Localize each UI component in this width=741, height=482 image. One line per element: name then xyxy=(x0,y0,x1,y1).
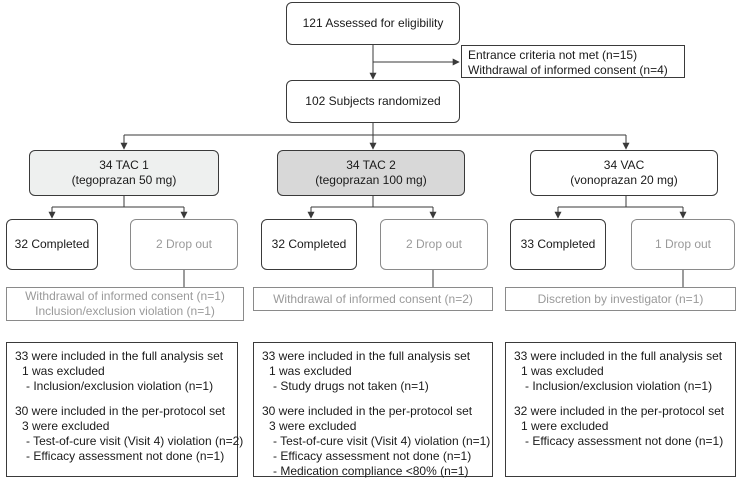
dropout-reasons-tac1: Withdrawal of informed consent (n=1) Inc… xyxy=(6,287,244,321)
arm-name: 34 VAC xyxy=(603,158,645,172)
dropout-reasons-tac2: Withdrawal of informed consent (n=2) xyxy=(253,287,493,311)
pps-reason: - Medication compliance <80% (n=1) xyxy=(273,464,469,478)
pps-excluded-line: 3 were excluded xyxy=(22,419,110,433)
arm-box-tac1: 34 TAC 1 (tegoprazan 50 mg) xyxy=(29,150,219,196)
fas-reason: - Inclusion/exclusion violation (n=1) xyxy=(26,379,214,393)
analysis-box-tac1: 33 were included in the full analysis se… xyxy=(6,342,244,477)
completed-label: 32 Completed xyxy=(14,237,90,251)
arm-box-vac: 34 VAC (vonoprazan 20 mg) xyxy=(530,150,718,196)
dropout-label: 1 Drop out xyxy=(654,237,712,251)
dropout-reason: Withdrawal of informed consent (n=2) xyxy=(273,291,473,306)
pps-line: 30 were included in the per-protocol set xyxy=(262,404,473,418)
completed-box-vac: 33 Completed xyxy=(510,219,606,270)
fas-line: 33 were included in the full analysis se… xyxy=(15,349,224,363)
fas-line: 33 were included in the full analysis se… xyxy=(514,349,723,363)
fas-excluded-line: 1 was excluded xyxy=(269,364,352,378)
arm-dose: (vonoprazan 20 mg) xyxy=(570,173,678,187)
fas-excluded-line: 1 was excluded xyxy=(521,364,604,378)
completed-label: 33 Completed xyxy=(520,237,596,251)
assessed-box: 121 Assessed for eligibility xyxy=(286,2,460,45)
fas-excluded-line: 1 was excluded xyxy=(22,364,105,378)
dropout-label: 2 Drop out xyxy=(155,237,213,251)
arm-name: 34 TAC 2 xyxy=(346,158,396,172)
dropout-box-vac: 1 Drop out xyxy=(631,219,735,270)
pps-line: 32 were included in the per-protocol set xyxy=(514,404,725,418)
dropout-reason: Withdrawal of informed consent (n=1) xyxy=(25,289,225,303)
completed-label: 32 Completed xyxy=(271,237,347,251)
excluded-box: Entrance criteria not met (n=15) Withdra… xyxy=(461,45,685,78)
arm-dose: (tegoprazan 50 mg) xyxy=(71,173,177,187)
dropout-reasons-vac: Discretion by investigator (n=1) xyxy=(505,287,736,311)
pps-reason: - Test-of-cure visit (Visit 4) violation… xyxy=(273,434,491,448)
pps-excluded-line: 1 were excluded xyxy=(521,419,609,433)
pps-reason: - Efficacy assessment not done (n=1) xyxy=(26,449,225,463)
dropout-label: 2 Drop out xyxy=(405,237,463,251)
excluded-line-1: Entrance criteria not met (n=15) xyxy=(468,48,638,62)
completed-box-tac2: 32 Completed xyxy=(261,219,357,270)
fas-reason: - Study drugs not taken (n=1) xyxy=(273,379,429,393)
pps-reason: - Efficacy assessment not done (n=1) xyxy=(273,449,472,463)
dropout-reason: Discretion by investigator (n=1) xyxy=(537,291,704,306)
dropout-box-tac1: 2 Drop out xyxy=(130,219,238,270)
arm-name: 34 TAC 1 xyxy=(99,158,149,172)
fas-reason: - Inclusion/exclusion violation (n=1) xyxy=(525,379,713,393)
analysis-box-tac2: 33 were included in the full analysis se… xyxy=(253,342,493,478)
pps-line: 30 were included in the per-protocol set xyxy=(15,404,226,418)
pps-reason: - Efficacy assessment not done (n=1) xyxy=(525,434,724,448)
pps-reason: - Test-of-cure visit (Visit 4) violation… xyxy=(26,434,244,448)
assessed-label: 121 Assessed for eligibility xyxy=(302,16,444,30)
pps-excluded-line: 3 were excluded xyxy=(269,419,357,433)
analysis-box-vac: 33 were included in the full analysis se… xyxy=(505,342,736,477)
dropout-box-tac2: 2 Drop out xyxy=(380,219,488,270)
completed-box-tac1: 32 Completed xyxy=(6,219,98,270)
arm-box-tac2: 34 TAC 2 (tegoprazan 100 mg) xyxy=(277,150,465,196)
fas-line: 33 were included in the full analysis se… xyxy=(262,349,471,363)
randomized-box: 102 Subjects randomized xyxy=(286,80,460,123)
arm-dose: (tegoprazan 100 mg) xyxy=(315,173,427,187)
dropout-reason: Inclusion/exclusion violation (n=1) xyxy=(35,304,215,318)
excluded-line-2: Withdrawal of informed consent (n=4) xyxy=(468,63,668,77)
randomized-label: 102 Subjects randomized xyxy=(305,94,441,108)
